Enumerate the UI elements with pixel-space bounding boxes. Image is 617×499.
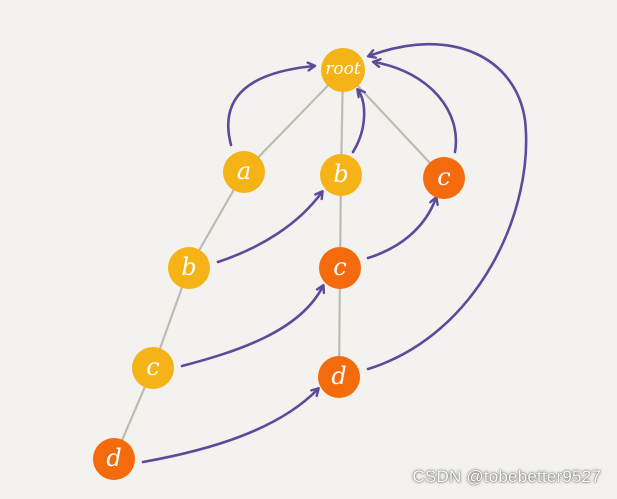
node-circle-d2: [93, 438, 135, 480]
fail-arrow-c2-to-c1: [366, 198, 436, 260]
node-label-a: a: [237, 157, 251, 185]
fail-arrow-d1-to-root: [366, 42, 528, 371]
fail-pointer-arrows: [141, 42, 528, 464]
node-circle-root: [321, 48, 365, 92]
tree-nodes: root a b c b c c d d: [93, 48, 465, 480]
node-circle-c2: [319, 247, 361, 289]
edge-root-a: [242, 68, 345, 174]
node-c1: c: [423, 157, 465, 199]
node-circle-b2: [168, 247, 210, 289]
node-circle-d1: [318, 356, 360, 398]
fail-arrow-c3-to-c2: [180, 286, 323, 368]
fail-arrow-a-to-root: [226, 66, 314, 147]
node-label-b1: b: [333, 160, 348, 188]
node-label-d1: d: [331, 362, 346, 390]
node-c2: c: [319, 247, 361, 289]
node-circle-b1: [320, 154, 362, 196]
node-label-c2: c: [333, 253, 346, 281]
fail-arrow-c1-to-root: [374, 62, 458, 154]
node-d1: d: [318, 356, 360, 398]
fail-arrow-d2-to-d1: [141, 389, 318, 464]
edge-root-c1: [341, 68, 446, 180]
node-b1: b: [320, 154, 362, 196]
node-circle-a: [223, 151, 265, 193]
node-c3: c: [132, 347, 174, 389]
fail-arrow-b1-to-root: [351, 90, 364, 154]
node-circle-c1: [423, 157, 465, 199]
fail-arrow-b2-to-b1: [216, 192, 322, 264]
node-root: root: [321, 48, 365, 92]
node-d2: d: [93, 438, 135, 480]
node-circle-c3: [132, 347, 174, 389]
node-a: a: [223, 151, 265, 193]
node-label-root: root: [325, 59, 361, 79]
node-b2: b: [168, 247, 210, 289]
node-label-b2: b: [181, 253, 196, 281]
node-label-d2: d: [106, 444, 121, 472]
node-label-c1: c: [437, 163, 450, 191]
node-label-c3: c: [146, 353, 159, 381]
watermark: CSDN @tobebetter9527: [412, 467, 601, 486]
